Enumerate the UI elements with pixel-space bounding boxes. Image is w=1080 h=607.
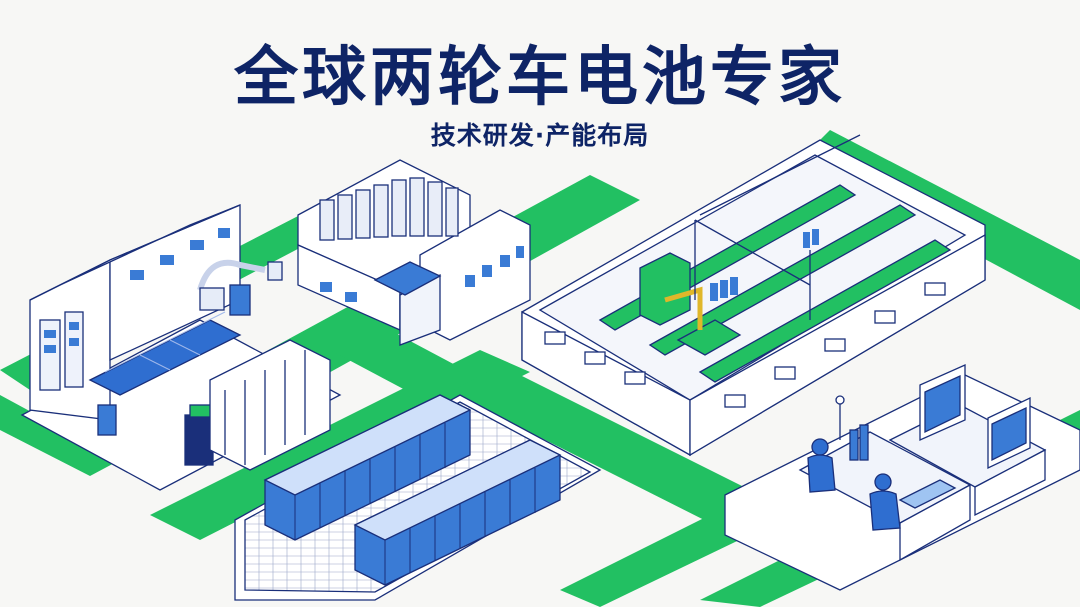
battery-storage-array	[234, 394, 602, 601]
page-title: 全球两轮车电池专家	[234, 41, 846, 115]
rd-lab-workstations	[724, 363, 1080, 591]
page-subtitle: 技术研发·产能布局	[430, 121, 650, 150]
assembly-line-hall	[521, 134, 986, 457]
battery-manufacturing-plant	[20, 204, 342, 491]
factory-building	[297, 159, 531, 346]
